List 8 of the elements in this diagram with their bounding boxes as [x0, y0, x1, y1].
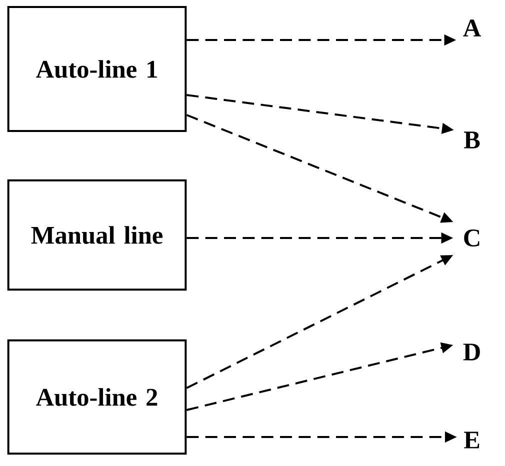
output-label: B [464, 132, 480, 148]
output-label: C [464, 230, 480, 247]
output-label: D [463, 344, 480, 360]
process-box: Auto-line 1 [7, 6, 187, 132]
process-box: Auto-line 2 [7, 339, 187, 455]
output-label: E [464, 432, 480, 448]
output-label: A [463, 20, 481, 36]
process-box: Manual line [7, 179, 187, 291]
